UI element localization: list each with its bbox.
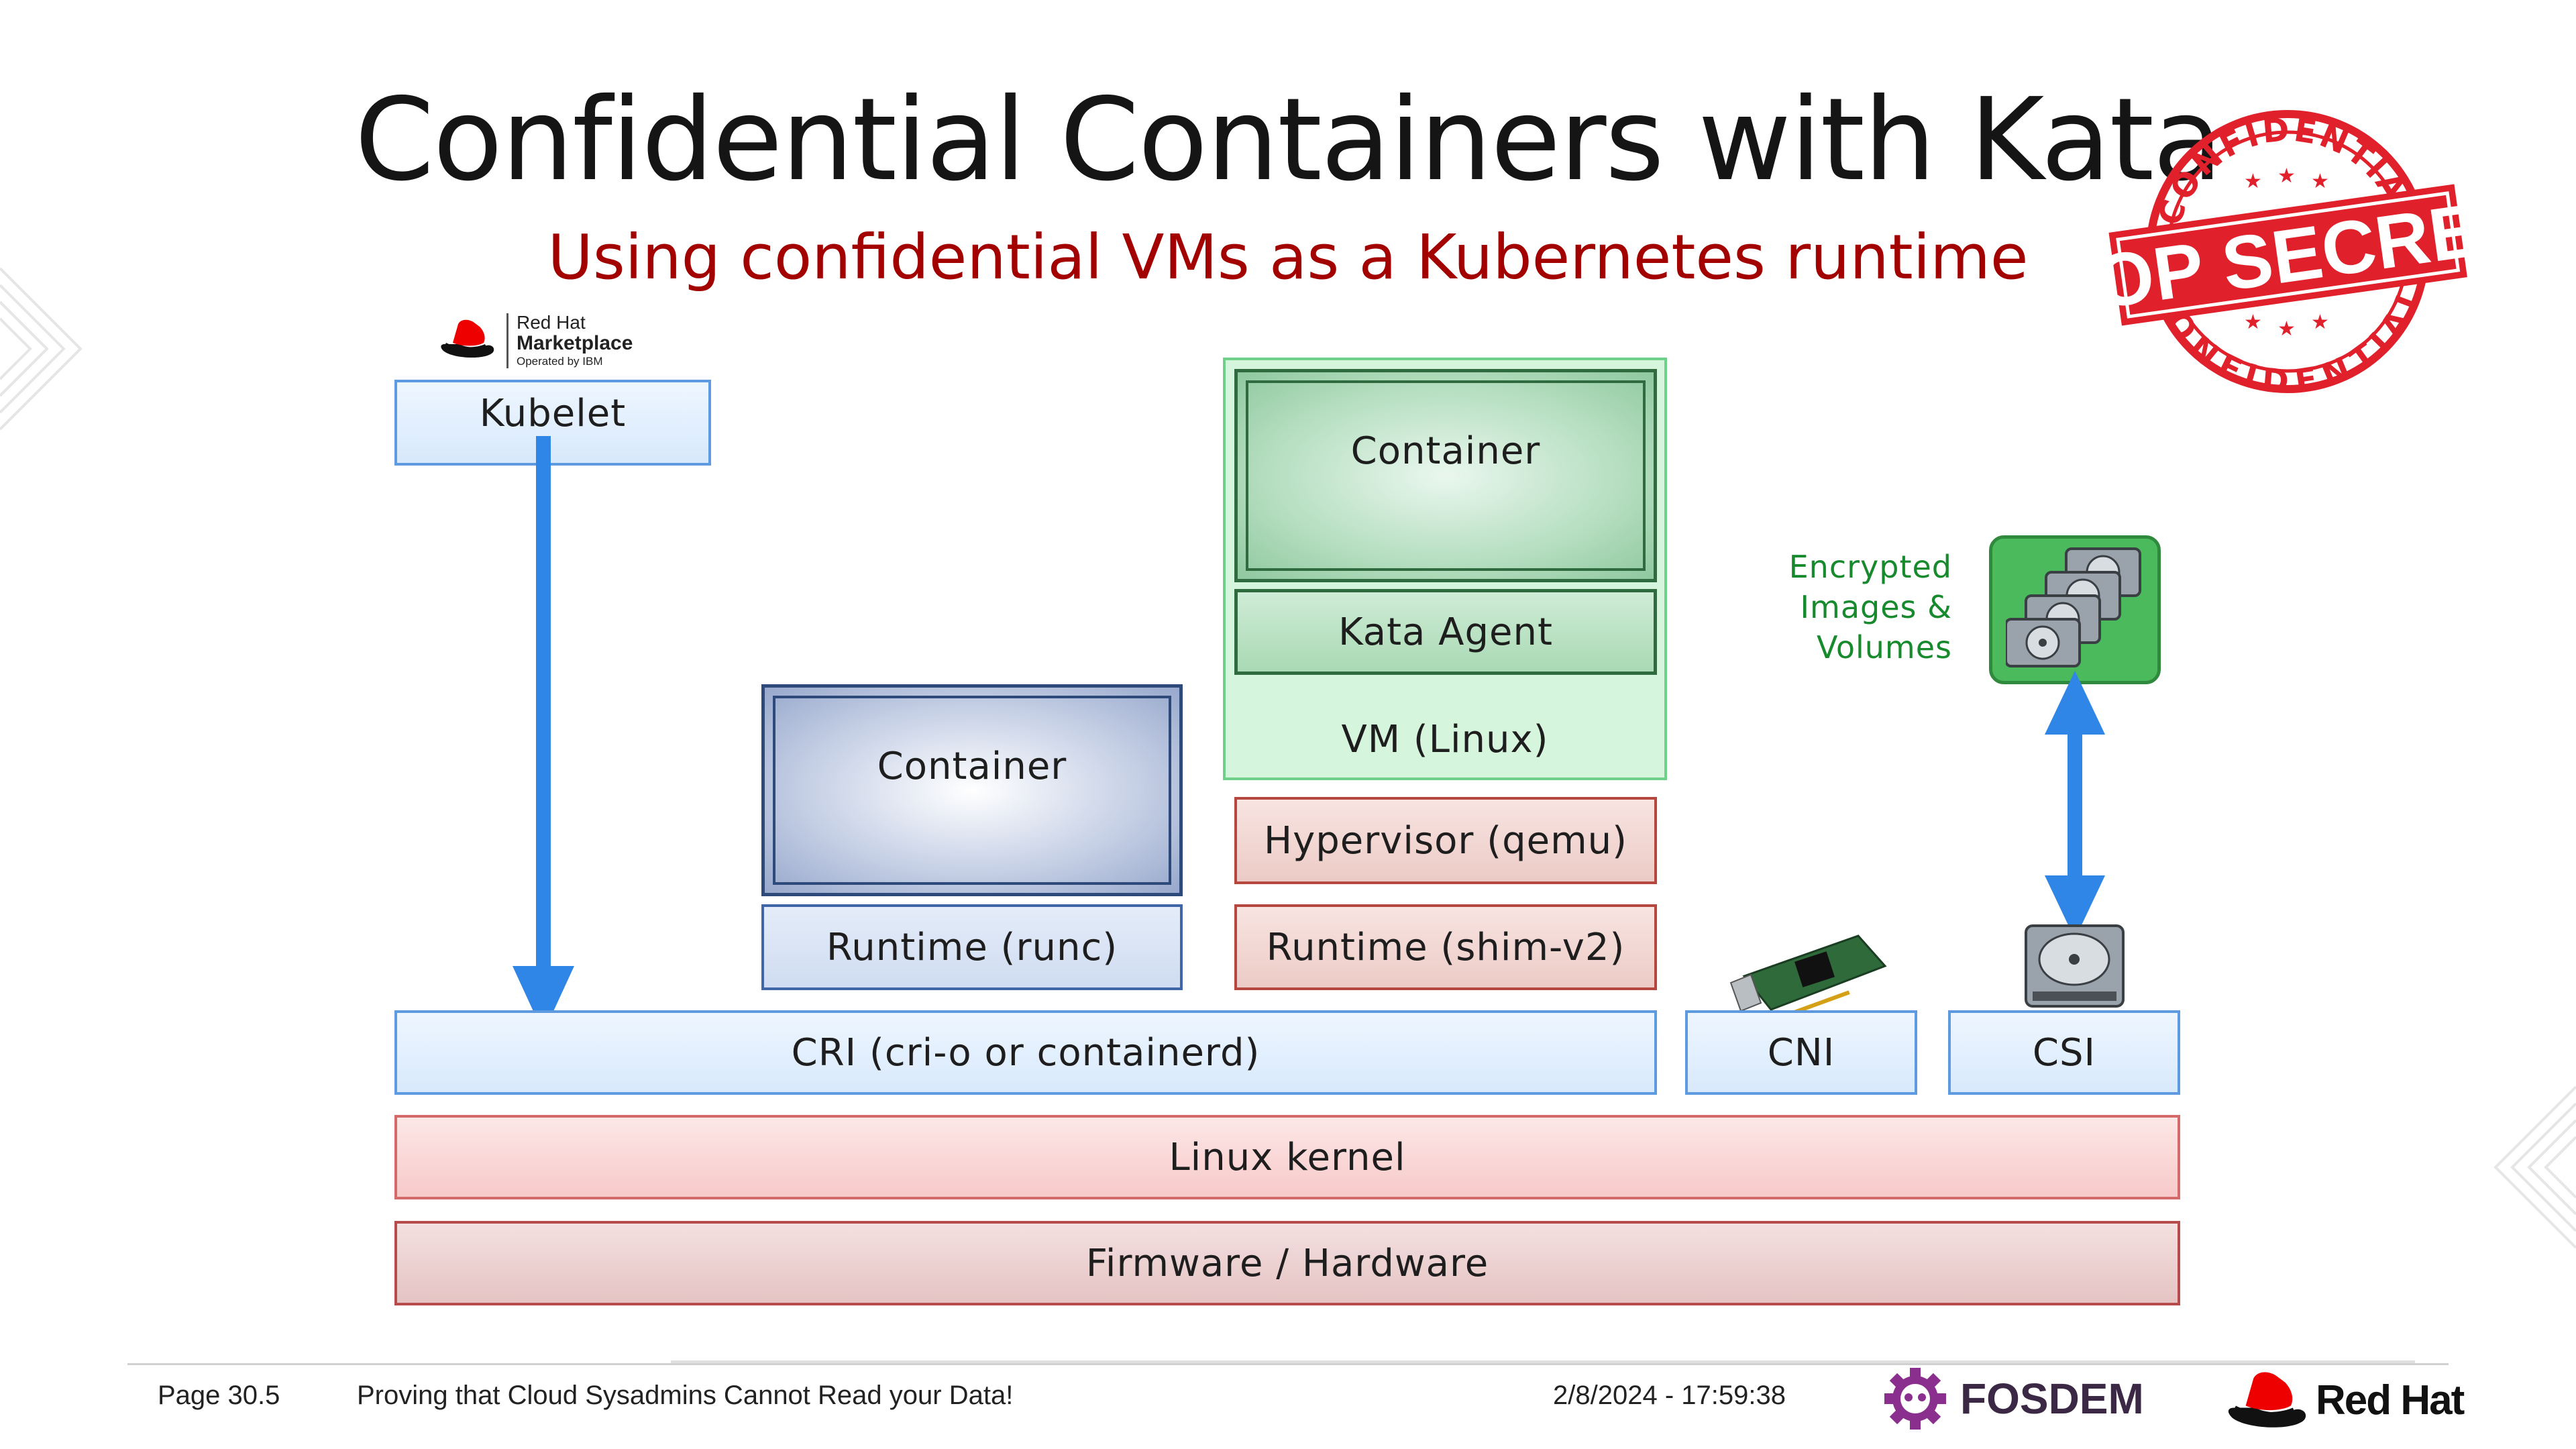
hard-drive-icon [2025, 924, 2125, 1008]
marketplace-line2: Marketplace [517, 332, 633, 354]
cni-box: CNI [1685, 1010, 1917, 1095]
firmware-hardware-label: Firmware / Hardware [1085, 1241, 1489, 1285]
kata-container-label: Container [1350, 429, 1541, 473]
encrypted-volumes-label: Encrypted Images & Volumes [1751, 547, 1952, 667]
hard-drives-icon [2006, 547, 2141, 667]
kubelet-label: Kubelet [479, 392, 627, 435]
runc-runtime-label: Runtime (runc) [826, 925, 1118, 969]
csi-disks-double-arrow [2045, 671, 2105, 939]
runc-container-label: Container [877, 745, 1067, 788]
hypervisor-box: Hypervisor (qemu) [1234, 797, 1657, 884]
cni-label: CNI [1767, 1030, 1835, 1075]
kubelet-box: Kubelet [394, 380, 711, 466]
redhat-logo-text: Red Hat [2316, 1377, 2465, 1424]
page-subtitle: Using confidential VMs as a Kubernetes r… [547, 221, 2029, 293]
runc-container-box: Container [761, 684, 1183, 896]
kata-agent-label: Kata Agent [1338, 610, 1553, 654]
encrypted-label-line2: Images & [1800, 589, 1952, 625]
kata-agent-box: Kata Agent [1234, 589, 1657, 675]
shim-runtime-box: Runtime (shim-v2) [1234, 904, 1657, 990]
cri-box: CRI (cri-o or containerd) [394, 1010, 1657, 1095]
csi-label: CSI [2032, 1030, 2096, 1075]
footer-talk-title: Proving that Cloud Sysadmins Cannot Read… [357, 1381, 1014, 1410]
encrypted-label-line1: Encrypted [1788, 549, 1952, 585]
corner-pattern-left [0, 267, 83, 431]
kubelet-to-cri-arrow [513, 436, 574, 1033]
marketplace-line1: Red Hat [517, 312, 586, 333]
kata-container-box: Container [1234, 369, 1657, 582]
page-title: Confidential Containers with Kata [354, 74, 2223, 207]
csi-box: CSI [1948, 1010, 2180, 1095]
firmware-hardware-box: Firmware / Hardware [394, 1221, 2180, 1305]
svg-text:★: ★ [2244, 311, 2262, 334]
linux-kernel-label: Linux kernel [1169, 1135, 1406, 1179]
kata-vm-label: VM (Linux) [1341, 718, 1549, 761]
linux-kernel-box: Linux kernel [394, 1115, 2180, 1199]
svg-text:★: ★ [2277, 164, 2296, 188]
cri-label: CRI (cri-o or containerd) [791, 1030, 1260, 1075]
marketplace-line3: Operated by IBM [517, 355, 603, 368]
top-secret-stamp: CONFIDENTIAL CONFIDENTIAL ★★★ ★★★ TOP SE… [2100, 110, 2475, 401]
svg-text:★: ★ [2311, 170, 2329, 193]
marketplace-logo: Red Hat Marketplace Operated by IBM [439, 312, 654, 372]
shim-runtime-label: Runtime (shim-v2) [1266, 925, 1625, 969]
encrypted-disks-tile [1989, 535, 2161, 684]
svg-text:★: ★ [2244, 170, 2262, 193]
corner-pattern-right [2493, 1085, 2576, 1249]
fosdem-logo-text: FOSDEM [1960, 1375, 2144, 1423]
svg-text:★: ★ [2277, 317, 2296, 341]
footer-timestamp: 2/8/2024 - 17:59:38 [1553, 1381, 1786, 1410]
runc-runtime-box: Runtime (runc) [761, 904, 1183, 990]
network-card-icon [1729, 934, 1887, 1020]
fosdem-gear-icon [1884, 1368, 1946, 1430]
hypervisor-label: Hypervisor (qemu) [1264, 818, 1627, 863]
redhat-hat-icon [441, 319, 494, 358]
footer-divider [127, 1363, 2449, 1365]
footer-divider-accent [671, 1360, 2415, 1363]
encrypted-label-line3: Volumes [1816, 629, 1952, 665]
redhat-logo-icon [2228, 1372, 2306, 1428]
footer-page-number: Page 30.5 [158, 1381, 280, 1410]
svg-text:★: ★ [2311, 311, 2329, 334]
